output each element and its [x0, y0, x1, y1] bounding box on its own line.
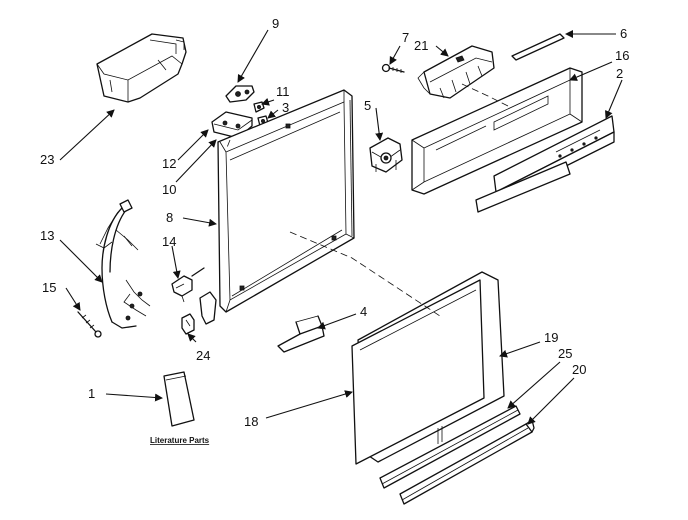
callout-19: 19: [544, 330, 558, 345]
part-7-screw: [381, 63, 405, 73]
callout-21: 21: [414, 38, 428, 53]
literature-caption: Literature Parts: [150, 436, 210, 445]
callout-11: 11: [276, 84, 290, 99]
callout-3: 3: [282, 100, 289, 115]
part-1-literature: [163, 371, 195, 427]
part-4-strap: [277, 315, 325, 353]
part-console-trim: [475, 161, 571, 213]
callout-16: 16: [615, 48, 629, 63]
callout-25: 25: [558, 346, 572, 361]
callout-14: 14: [162, 234, 176, 249]
callout-4: 4: [360, 304, 367, 319]
callout-1: 1: [88, 386, 95, 401]
callout-8: 8: [166, 210, 173, 225]
part-24-clip: [181, 313, 195, 335]
part-21-switch-assembly: [417, 45, 495, 99]
callout-2: 2: [616, 66, 623, 81]
callout-18: 18: [244, 414, 258, 429]
callout-20: 20: [572, 362, 586, 377]
callout-24: 24: [196, 348, 210, 363]
part-hinge: [199, 291, 217, 325]
part-5-module: [369, 137, 403, 173]
part-15-screw: [77, 311, 102, 338]
part-9-latch: [225, 85, 255, 103]
leader-lines: [59, 29, 623, 425]
callout-23: 23: [40, 152, 54, 167]
callout-12: 12: [162, 156, 176, 171]
assembly-lines: [225, 83, 509, 317]
callout-9: 9: [272, 16, 279, 31]
part-14-switch: [171, 267, 205, 303]
callout-6: 6: [620, 26, 627, 41]
part-18-front-panel: [351, 279, 485, 465]
callout-labels: 9 7 21 6 16 2 11 3 5 23 12 10 8 13 14 15…: [40, 16, 629, 445]
callout-5: 5: [364, 98, 371, 113]
part-23-cover: [96, 33, 187, 103]
callout-13: 13: [40, 228, 54, 243]
callout-15: 15: [42, 280, 56, 295]
part-13-wire-harness: [95, 199, 151, 329]
callout-7: 7: [402, 30, 409, 45]
part-8-door-frame: [217, 89, 355, 313]
part-20-bottom-trim: [399, 419, 535, 505]
part-6-trim-strip: [511, 33, 565, 61]
part-25-lower-trim: [379, 405, 521, 489]
callout-10: 10: [162, 182, 176, 197]
